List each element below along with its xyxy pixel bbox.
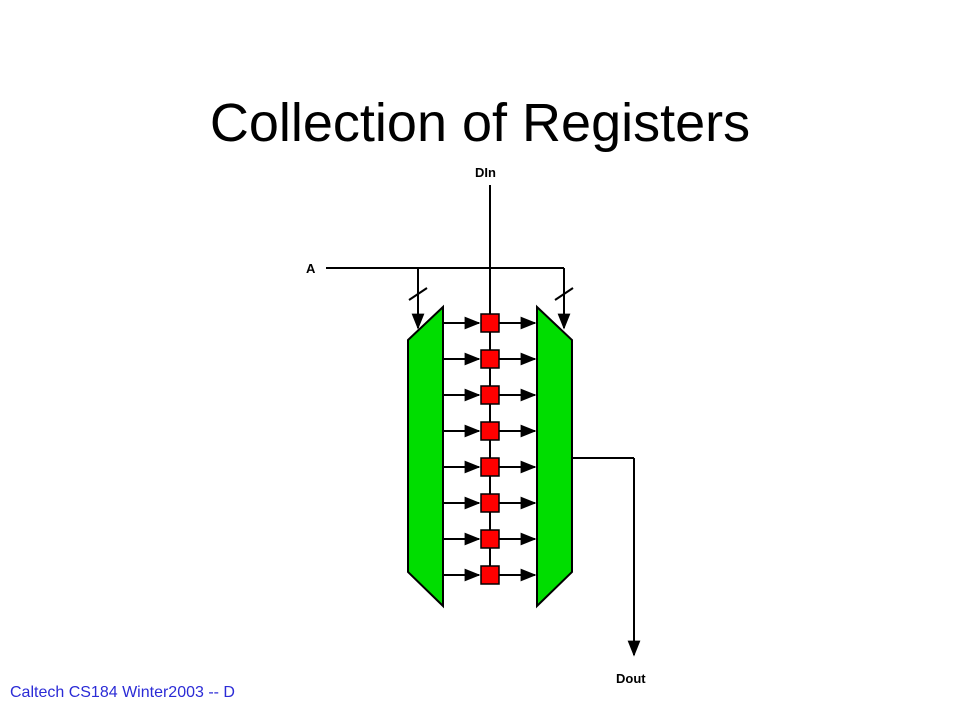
write-demux: [407, 304, 444, 609]
address-bus-slash-left: [408, 287, 428, 301]
din-label: DIn: [475, 165, 496, 180]
register-5: [480, 457, 500, 477]
read-mux: [536, 304, 573, 609]
register-4: [480, 421, 500, 441]
register-1: [480, 313, 500, 333]
address-label: A: [306, 261, 316, 276]
register-rows: [443, 313, 537, 585]
register-8: [480, 565, 500, 585]
dout-label: Dout: [616, 671, 646, 686]
register-7: [480, 529, 500, 549]
address-bus-slash-right: [554, 287, 574, 301]
slide-title: Collection of Registers: [209, 93, 751, 153]
footer-text: Caltech CS184 Winter2003 -- D: [10, 684, 235, 701]
register-2: [480, 349, 500, 369]
register-3: [480, 385, 500, 405]
register-6: [480, 493, 500, 513]
